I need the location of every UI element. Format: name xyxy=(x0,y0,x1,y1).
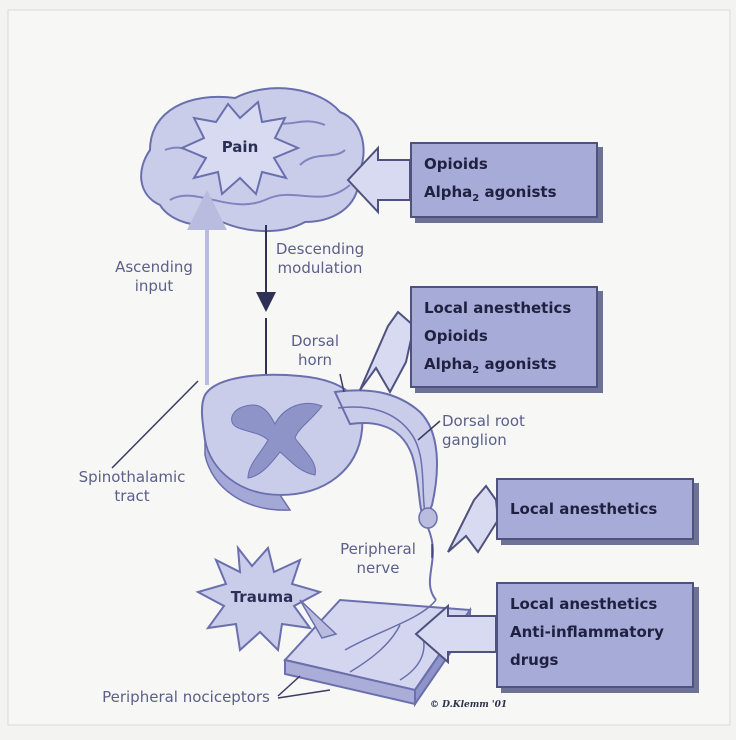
box-line: Alpha2 agonists xyxy=(424,350,584,385)
peripheral-nerve-drugs-box: Local anesthetics xyxy=(496,478,694,540)
box-line: Local anesthetics xyxy=(424,294,584,322)
box-line: Alpha2 agonists xyxy=(424,178,584,213)
peripheral-nociceptors-label: Peripheral nociceptors xyxy=(96,688,276,707)
box-line: Anti-inflammatory xyxy=(510,618,680,646)
dorsal-horn-drugs-box: Local anesthetics Opioids Alpha2 agonist… xyxy=(410,286,598,388)
brain xyxy=(141,88,363,231)
nociceptor-drugs-box: Local anesthetics Anti-inflammatory drug… xyxy=(496,582,694,688)
brain-drugs-box: Opioids Alpha2 agonists xyxy=(410,142,598,218)
box-line: Local anesthetics xyxy=(510,495,680,523)
box-line: Opioids xyxy=(424,322,584,350)
pain-label: Pain xyxy=(210,138,270,156)
box-line: Opioids xyxy=(424,150,584,178)
trauma-label: Trauma xyxy=(222,588,302,606)
copyright: © D.Klemm '01 xyxy=(430,700,507,710)
box-line: Local anesthetics xyxy=(510,590,680,618)
box-line: drugs xyxy=(510,646,680,674)
